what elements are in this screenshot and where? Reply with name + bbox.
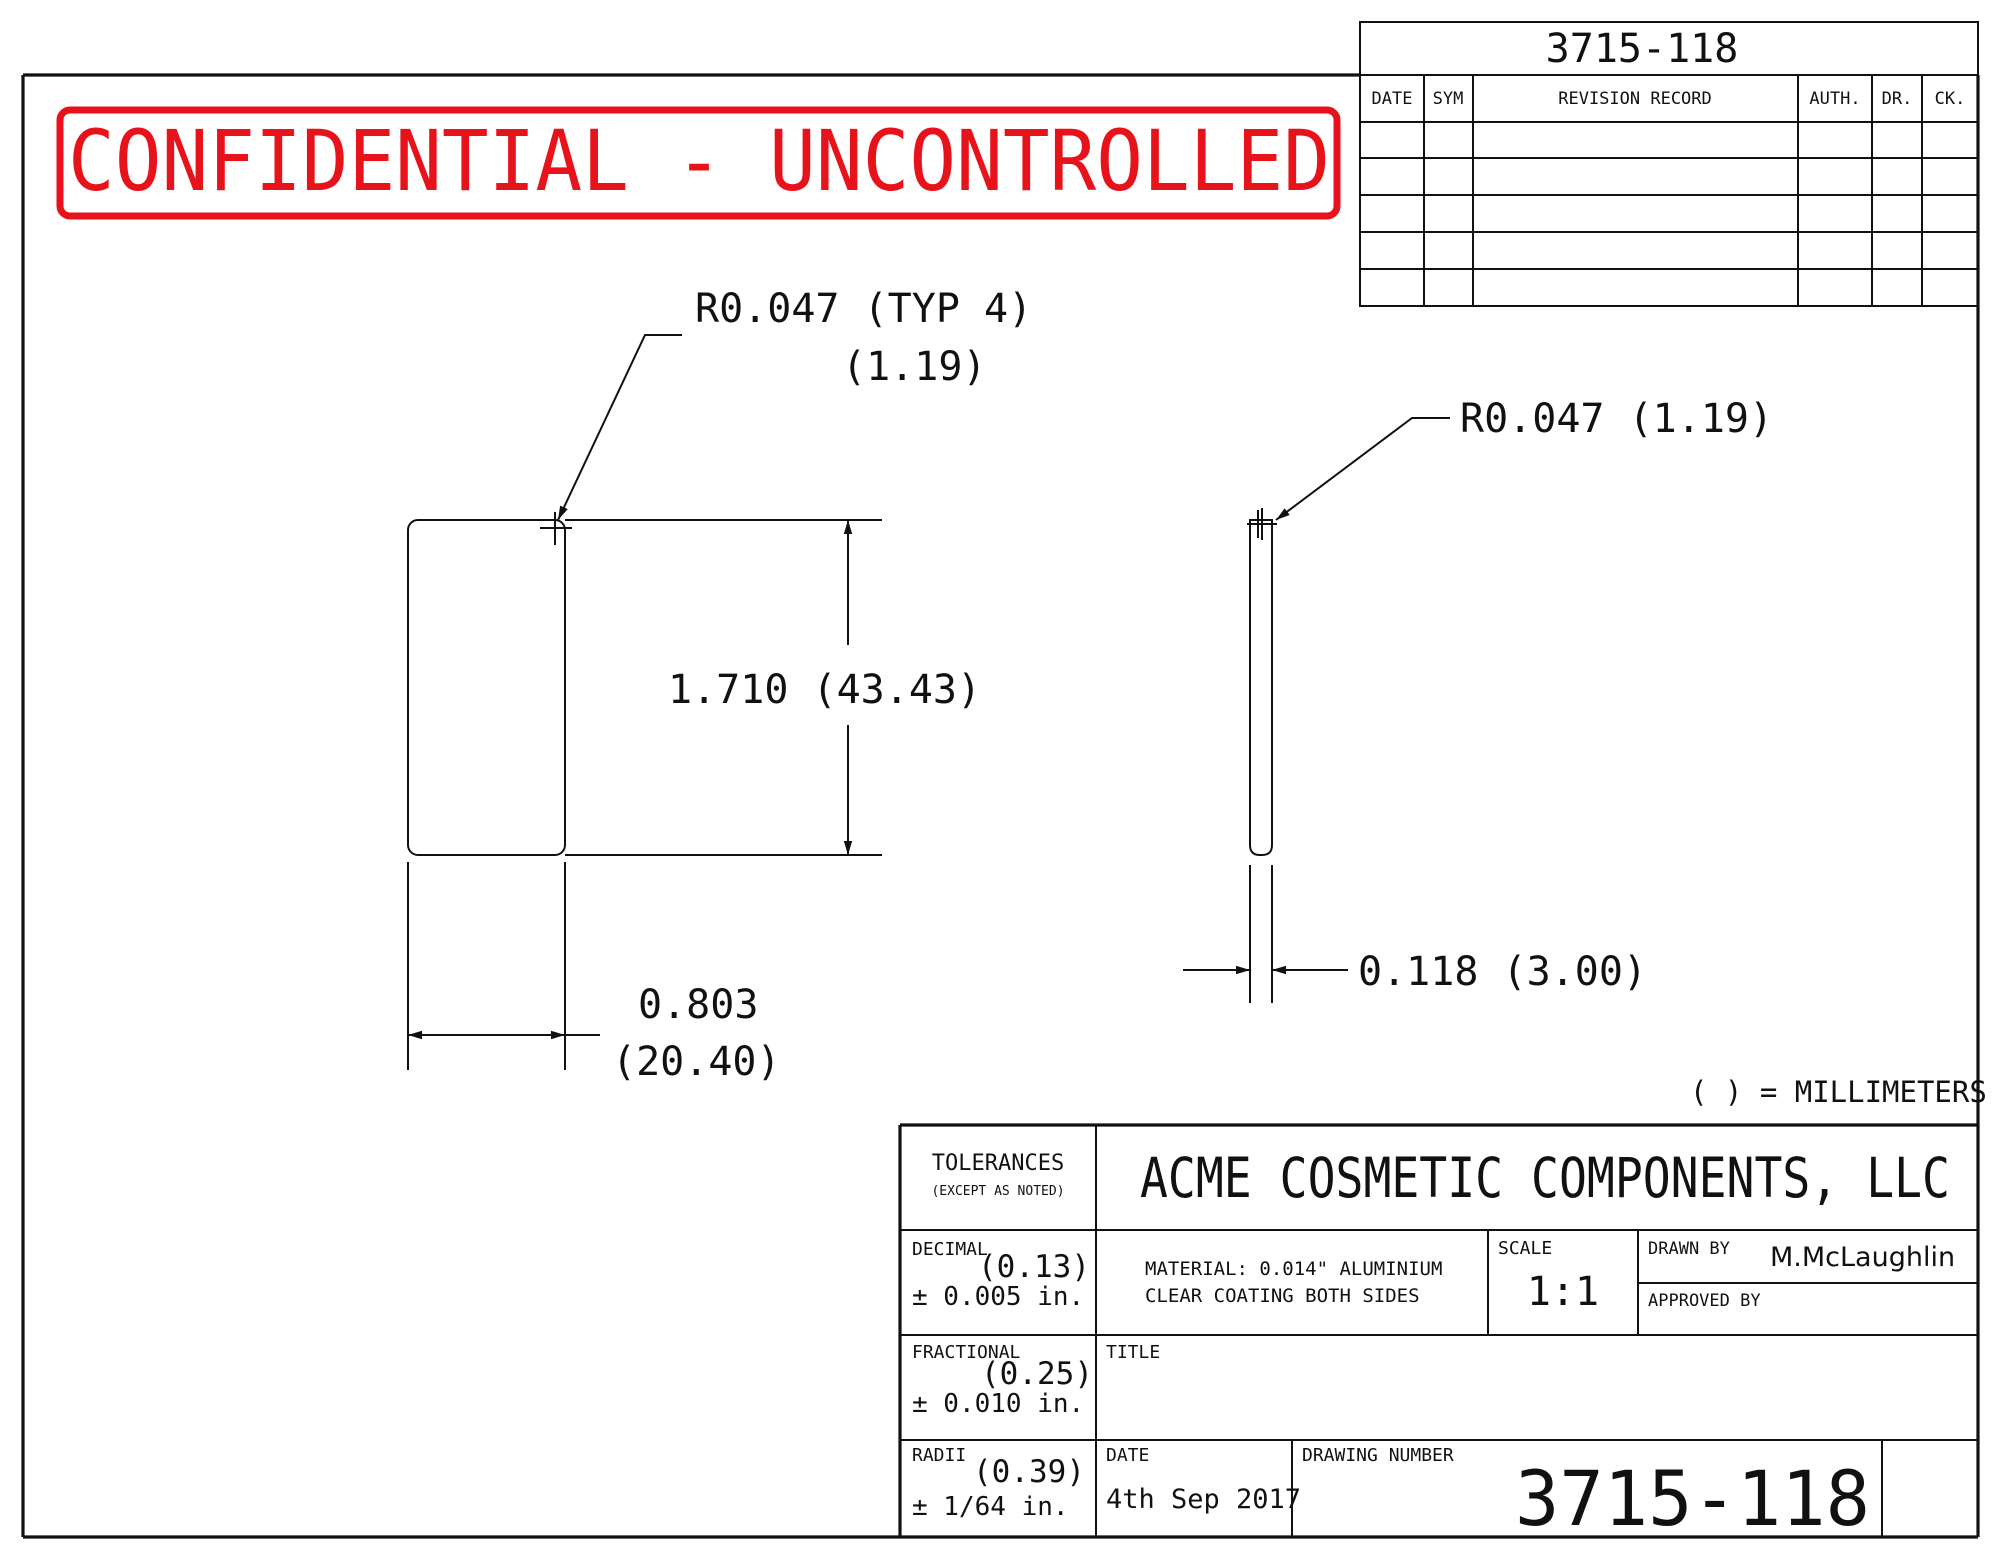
drawn-by-label: DRAWN BY (1648, 1239, 1730, 1259)
rev-header-sym: SYM (1433, 89, 1464, 109)
material-line-1: MATERIAL: 0.014" ALUMINIUM (1145, 1258, 1442, 1280)
drawing-number: 3715-118 (1515, 1454, 1870, 1543)
drawing-number-label: DRAWING NUMBER (1302, 1445, 1454, 1466)
side-view: R0.047 (1.19) 0.118 (3.00) (1183, 396, 1773, 1003)
units-note: ( ) = MILLIMETERS (1690, 1075, 1987, 1109)
date-value: 4th Sep 2017 (1106, 1484, 1301, 1515)
title-block: TOLERANCES (EXCEPT AS NOTED) ACME COSMET… (898, 1123, 1978, 1543)
tolerances-label: TOLERANCES (932, 1151, 1064, 1176)
radii-mm: (0.39) (973, 1454, 1085, 1490)
date-label: DATE (1106, 1445, 1149, 1466)
scale-label: SCALE (1498, 1238, 1552, 1259)
approved-by-label: APPROVED BY (1648, 1291, 1761, 1311)
radii-label: RADII (912, 1445, 966, 1466)
tolerances-sub: (EXCEPT AS NOTED) (931, 1184, 1064, 1199)
decimal-tolerance: ± 0.005 in. (912, 1282, 1084, 1312)
drawn-by-value: M.McLaughlin (1770, 1242, 1955, 1273)
rev-header-date: DATE (1372, 89, 1413, 109)
rev-header-auth: AUTH. (1809, 89, 1860, 109)
scale-value: 1:1 (1527, 1269, 1599, 1315)
decimal-mm: (0.13) (978, 1249, 1090, 1285)
material-line-2: CLEAR COATING BOTH SIDES (1145, 1285, 1420, 1307)
front-radius-note: R0.047 (TYP 4) (695, 286, 1032, 332)
fractional-label: FRACTIONAL (912, 1342, 1021, 1363)
drawing-border (21, 73, 1980, 1539)
rev-header-revision-record: REVISION RECORD (1558, 89, 1712, 109)
company-name: ACME COSMETIC COMPONENTS, LLC (1140, 1146, 1950, 1210)
revision-drawing-number: 3715-118 (1546, 26, 1739, 72)
front-view: R0.047 (TYP 4) (1.19) 1.710 (43.43) 0.80… (407, 286, 1032, 1085)
side-thickness-dim: 0.118 (3.00) (1358, 949, 1647, 995)
decimal-label: DECIMAL (912, 1239, 988, 1260)
fractional-tolerance: ± 0.010 in. (912, 1389, 1084, 1419)
fractional-mm: (0.25) (981, 1356, 1093, 1392)
front-width-dim: 0.803 (638, 982, 758, 1028)
confidential-stamp: CONFIDENTIAL - UNCONTROLLED (56, 106, 1341, 220)
side-radius-note: R0.047 (1.19) (1460, 396, 1773, 442)
title-label: TITLE (1106, 1342, 1160, 1363)
stamp-text: CONFIDENTIAL - UNCONTROLLED (68, 112, 1330, 210)
radii-tolerance: ± 1/64 in. (912, 1492, 1069, 1522)
revision-block: 3715-118 DATE SYM REVISION RECORD AUTH. … (1359, 21, 1979, 307)
rev-header-ck: CK. (1935, 89, 1966, 109)
front-radius-mm: (1.19) (842, 344, 987, 390)
front-height-dim: 1.710 (43.43) (668, 667, 981, 713)
rev-header-dr: DR. (1882, 89, 1913, 109)
front-width-mm: (20.40) (612, 1039, 781, 1085)
